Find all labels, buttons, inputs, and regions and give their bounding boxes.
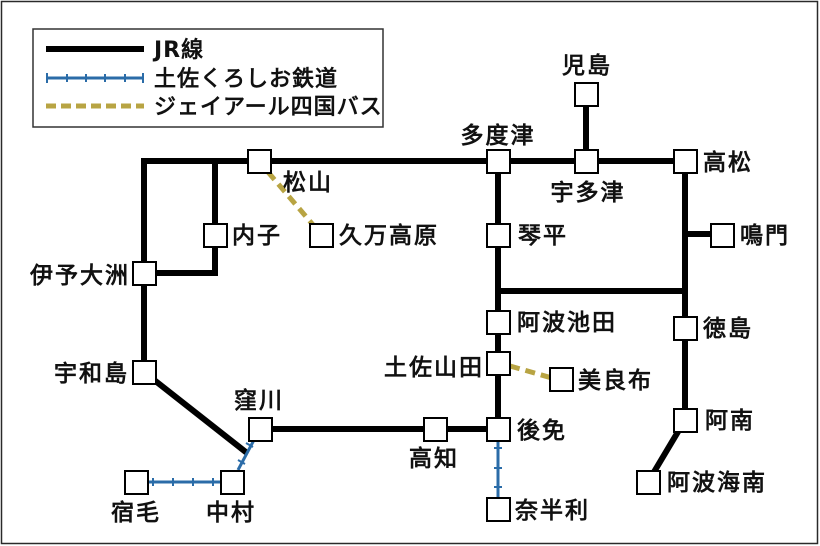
station-kumakogen-marker — [309, 223, 334, 248]
station-nakamura-label: 中村 — [206, 500, 256, 526]
station-birafu-marker — [549, 367, 574, 392]
station-naruto-marker — [710, 223, 735, 248]
station-tadotsu-label: 多度津 — [461, 122, 536, 149]
station-anan-label: 阿南 — [705, 408, 755, 434]
station-tadotsu-marker — [486, 149, 511, 174]
station-iyoozu-label: 伊予大洲 — [29, 262, 130, 289]
station-birafu-label: 美良布 — [578, 367, 653, 394]
legend-bus-label: ジェイアール四国バス — [154, 95, 383, 120]
station-gomen-label: 後免 — [517, 417, 567, 444]
station-sukumo-label: 宿毛 — [111, 499, 161, 526]
station-kochi-label: 高知 — [409, 445, 459, 472]
station-matsuyama-marker — [247, 149, 272, 174]
station-awaikeda-marker — [486, 310, 511, 335]
station-kubokawa-label: 窪川 — [234, 387, 284, 414]
jr-yodo-line — [142, 369, 249, 456]
bus-lines — [266, 170, 553, 381]
legend: JR線 土佐くろしお鉄道 ジェイアール四国バス — [32, 28, 384, 128]
station-kojima-marker — [574, 82, 599, 107]
station-anan-marker — [673, 408, 698, 433]
station-utazu-label: 宇多津 — [551, 179, 626, 206]
station-kubokawa-marker — [248, 417, 273, 442]
bus-kumakogen-route — [266, 170, 316, 228]
legend-kuroshio-line-sample — [46, 73, 144, 83]
station-matsuyama-label: 松山 — [283, 170, 333, 196]
station-awakainan-label: 阿波海南 — [667, 469, 767, 496]
stations — [124, 82, 735, 522]
kuroshio-tick — [237, 459, 246, 465]
station-awakainan-marker — [636, 470, 661, 495]
station-nahari-marker — [486, 497, 511, 522]
station-kojima-label: 児島 — [561, 52, 612, 79]
legend-jr-label: JR線 — [152, 37, 204, 63]
station-naruto-label: 鳴門 — [740, 223, 790, 249]
station-awaikeda-label: 阿波池田 — [517, 310, 617, 336]
jr-lines — [141, 94, 722, 484]
station-nahari-label: 奈半利 — [514, 497, 590, 524]
station-kumakogen-label: 久万高原 — [339, 222, 439, 249]
station-uchiko-marker — [203, 223, 228, 248]
station-tosayamada-label: 土佐山田 — [384, 355, 484, 381]
legend-kuroshio-label: 土佐くろしお鉄道 — [154, 66, 338, 92]
station-uwajima-marker — [132, 360, 157, 385]
station-takamatsu-label: 高松 — [703, 149, 753, 176]
kuroshio-tick — [245, 442, 254, 448]
station-tokushima-marker — [673, 316, 698, 341]
station-tosayamada-marker — [486, 351, 511, 376]
bus-birafu-route — [509, 363, 553, 381]
station-takamatsu-marker — [673, 149, 698, 174]
jr-uchiko-branch — [144, 158, 218, 276]
station-sukumo-marker — [124, 470, 149, 495]
station-tokushima-label: 徳島 — [702, 315, 753, 342]
station-iyoozu-marker — [132, 261, 157, 286]
station-utazu-marker — [574, 149, 599, 174]
station-kotohira-label: 琴平 — [518, 223, 568, 249]
kuroshio-lines — [136, 439, 502, 498]
station-gomen-marker — [486, 417, 511, 442]
station-labels: 児島 多度津 宇多津 高松 松山 内子 久万高原 伊予大洲 琴平 鳴門 阿波池田… — [29, 52, 790, 526]
station-uchiko-label: 内子 — [232, 223, 282, 249]
station-kotohira-marker — [486, 223, 511, 248]
station-uwajima-label: 宇和島 — [54, 360, 129, 387]
station-nakamura-marker — [220, 470, 245, 495]
station-kochi-marker — [423, 417, 448, 442]
